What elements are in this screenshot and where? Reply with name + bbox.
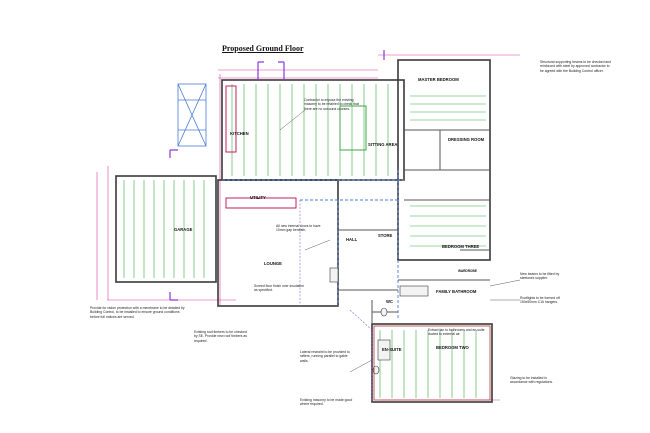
room-label-utility: UTILITY [250, 195, 266, 200]
note-existing-masonry: Existing masonry to be made good where r… [300, 398, 353, 407]
room-label-master-bedroom: MASTER BEDROOM [418, 77, 459, 82]
room-label-wardrobe: WARDROBE [458, 269, 477, 273]
room-label-sitting-area: SITTING AREA [368, 142, 398, 147]
note-foundation: Provide for radon protection with a memb… [90, 306, 185, 319]
note-extract-fan: Extract fan to bathrooms and en-suite du… [428, 328, 485, 337]
room-label-bedroom-two: BEDROOM TWO [436, 345, 469, 350]
brick-outline [373, 325, 491, 401]
section-markers [169, 50, 385, 301]
room-label-wc: WC [386, 299, 393, 304]
rooflight-symbol [177, 83, 207, 147]
steel-beams [222, 170, 404, 320]
note-internal-doors: All new internal doors to have 10mm gap … [276, 224, 321, 233]
room-label-store: STORE [378, 233, 393, 238]
room-label-kitchen: KITCHEN [230, 131, 249, 136]
note-rooflights: Rooflights to be formed off 150x50mm C16… [520, 296, 560, 305]
kitchen-units [225, 85, 367, 209]
note-lateral-restraint: Lateral restraint to be provided to raft… [300, 350, 350, 363]
room-label-lounge: LOUNGE [264, 261, 282, 266]
drawing-title: Proposed Ground Floor [222, 44, 304, 53]
bathroom-fixtures [329, 267, 429, 375]
room-label-dressing-room: DRESSING ROOM [448, 137, 485, 142]
annotation-leaders [279, 109, 521, 373]
room-label-ensuite: EN-SUITE [382, 347, 402, 352]
note-party-wall: Structural supporting beams to be checke… [540, 60, 612, 73]
room-label-hall: HALL [346, 237, 358, 242]
note-screed: Screed floor finish over insulation as s… [254, 284, 304, 293]
note-glazing: Glazing to be installed in accordance wi… [510, 376, 553, 385]
room-label-garage: GARAGE [174, 227, 193, 232]
note-roof-timbers: Existing roof timbers to be checked by S… [194, 330, 247, 343]
room-label-family-bathroom: FAMILY BATHROOM [436, 289, 477, 294]
note-beam-over: New beams to be fitted by steelwork supp… [520, 272, 560, 281]
room-label-bedroom-three: BEDROOM THREE [442, 244, 480, 249]
note-contractor-wall: Contractor to expose the existing masonr… [304, 98, 359, 111]
drainage-lines [299, 200, 373, 402]
